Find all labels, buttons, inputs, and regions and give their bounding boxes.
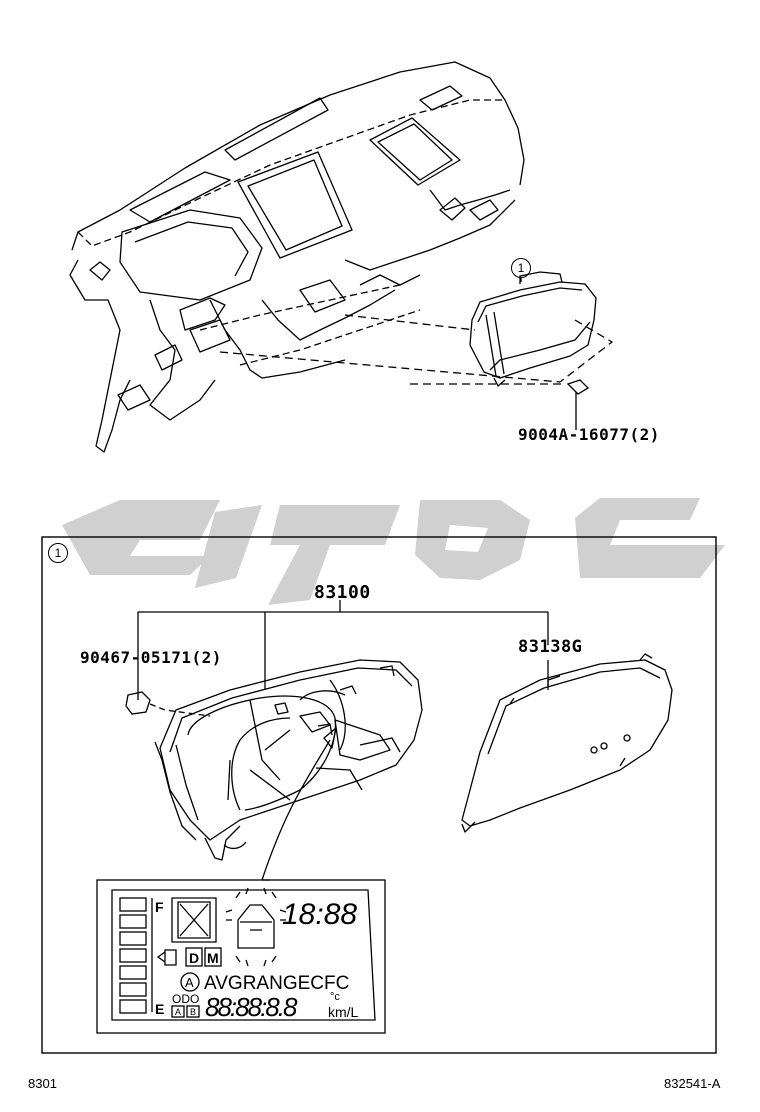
ref-circle-top: 1 <box>511 258 531 278</box>
lcd-fuel-full: F <box>155 899 164 915</box>
lcd-clock: 18:88 <box>282 898 357 931</box>
fuel-pump-icon <box>156 949 177 966</box>
detail-frame <box>41 536 717 1054</box>
lcd-circle-a: A <box>185 975 194 990</box>
lcd-trip-a: A <box>175 1007 181 1017</box>
bulb-drawing <box>125 691 211 717</box>
cluster-small-drawing <box>469 271 597 430</box>
lcd-fuel-empty: E <box>155 1001 164 1017</box>
dashboard-drawing <box>69 61 613 453</box>
lcd-trip-b: B <box>190 1007 196 1017</box>
footer-right-code: 832541-A <box>664 1076 721 1091</box>
screw-part-number: 9004A-16077(2) <box>518 425 660 444</box>
lcd-unit-temp: °c <box>330 991 340 1003</box>
ref-circle-box: 1 <box>48 543 68 563</box>
watermark-shapes <box>62 498 725 605</box>
lens-drawing <box>461 653 673 833</box>
sensor-side-icon <box>225 909 287 921</box>
sensor-rear-icon <box>235 955 277 967</box>
assembly-part-number: 83100 <box>314 582 371 603</box>
fuel-gauge-bars <box>119 897 147 1014</box>
lcd-mode-labels: AVGRANGECFC <box>204 973 349 994</box>
footer-left-code: 8301 <box>28 1076 57 1091</box>
lcd-odo-label: ODO <box>172 992 199 1006</box>
lcd-panel <box>96 879 386 1034</box>
sensor-front-icon <box>235 887 277 899</box>
meter-assembly-drawing <box>154 659 423 881</box>
car-icon <box>237 904 275 949</box>
lens-part-number: 83138G <box>518 637 583 657</box>
lcd-digits: 88:88:8.8 <box>205 992 298 1022</box>
lcd-gear-d: D <box>189 950 199 966</box>
assembly-bracket <box>137 600 549 700</box>
lcd-gear-m: M <box>207 950 219 966</box>
bulb-part-number: 90467-05171(2) <box>80 648 222 667</box>
lcd-unit-fuel: km/L <box>328 1004 359 1020</box>
